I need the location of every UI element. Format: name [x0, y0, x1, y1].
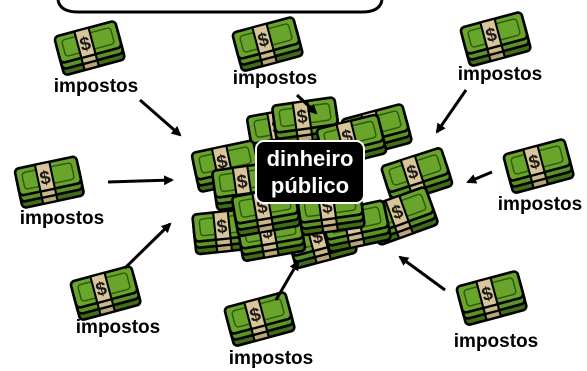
- flow-arrow: [398, 255, 446, 292]
- tax-label: impostos: [54, 76, 138, 97]
- tax-source: impostos: [222, 260, 313, 369]
- flow-arrow: [295, 93, 318, 115]
- tax-label: impostos: [20, 208, 104, 229]
- tax-label: impostos: [454, 331, 538, 352]
- flow-arrow: [274, 260, 300, 301]
- flow-arrow: [466, 170, 493, 184]
- tax-sources: impostos impostos impostos impostos impostos…: [13, 10, 582, 369]
- money-stack-icon: [52, 19, 127, 77]
- flow-arrow: [123, 222, 172, 270]
- money-stack-icon: [222, 290, 297, 348]
- money-stack-icon: [230, 15, 305, 73]
- tax-source: impostos: [230, 15, 318, 115]
- center-line-2: público: [271, 173, 349, 198]
- tax-label: impostos: [233, 68, 317, 89]
- flow-arrow: [107, 175, 174, 186]
- center-box: dinheiro público: [255, 140, 365, 204]
- tax-label: impostos: [76, 317, 160, 338]
- money-stack-icon: [13, 154, 86, 210]
- tax-label: impostos: [229, 348, 313, 369]
- tax-source: impostos: [398, 255, 538, 352]
- tax-source: impostos: [68, 222, 172, 338]
- flow-arrow: [139, 98, 182, 137]
- money-stack-icon: [454, 269, 529, 327]
- money-stack-icon: [68, 264, 143, 322]
- tax-source: impostos: [52, 19, 182, 137]
- tax-source: impostos: [466, 137, 582, 215]
- tax-source: impostos: [435, 10, 542, 134]
- tax-source: impostos: [13, 154, 174, 229]
- tax-label: impostos: [458, 64, 542, 85]
- center-line-1: dinheiro: [267, 146, 354, 171]
- top-frame: [56, 0, 384, 14]
- money-stack-icon: [501, 137, 576, 195]
- tax-label: impostos: [498, 194, 582, 215]
- money-stack-icon: [458, 10, 533, 68]
- flow-arrow: [435, 89, 468, 134]
